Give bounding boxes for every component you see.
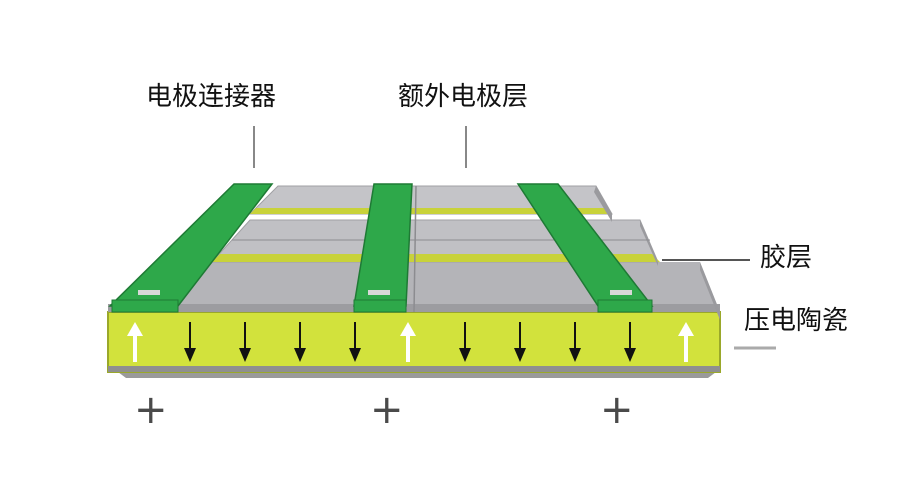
label-electrode-connector: 电极连接器 [146, 82, 277, 112]
step-edge-2 [640, 220, 658, 266]
dark-arrow-down [239, 322, 251, 362]
white-arrow-up [400, 322, 416, 362]
base-shadow [118, 372, 716, 378]
dark-arrow-down [184, 322, 196, 362]
connector-tab-3 [597, 299, 653, 313]
polarity-plus-1: + [134, 387, 168, 433]
dark-arrow-down [294, 322, 306, 362]
label-piezo-ceramic: 压电陶瓷 [744, 306, 849, 336]
label-glue-layer: 胶层 [760, 243, 813, 273]
polarity-plus-2: + [370, 387, 404, 433]
connector-slot-1 [138, 290, 160, 295]
dark-arrow-down [349, 322, 361, 362]
connector-tab-1 [111, 299, 179, 313]
step-edge-3 [700, 262, 720, 320]
dark-arrow-down [624, 322, 636, 362]
grid-line [413, 185, 417, 313]
dark-arrow-down [514, 322, 526, 362]
connector-slot-3 [610, 290, 632, 295]
piezo-ceramic-bottom-edge [108, 366, 720, 372]
glue-strip-upper [250, 208, 612, 214]
step-edge-1 [594, 186, 612, 222]
piezo-ceramic-front [107, 311, 721, 373]
glue-strip-lower [212, 254, 660, 262]
white-arrow-up [127, 322, 143, 362]
dark-arrow-down [569, 322, 581, 362]
label-extra-electrode-layer: 额外电极层 [398, 82, 529, 112]
white-arrow-up [678, 322, 694, 362]
connector-tab-2 [353, 299, 407, 313]
dark-arrow-down [459, 322, 471, 362]
connector-slot-2 [368, 290, 390, 295]
polarity-plus-3: + [600, 387, 634, 433]
